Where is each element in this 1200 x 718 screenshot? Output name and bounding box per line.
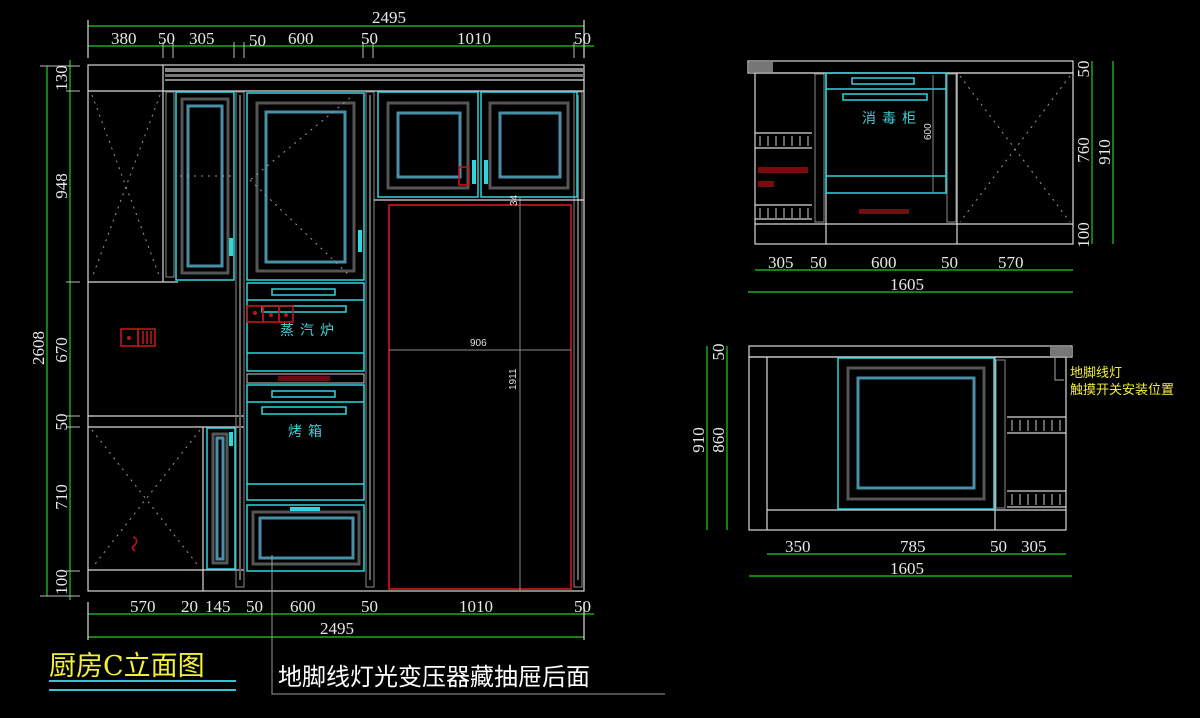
dim-bottom-2: 20 — [181, 597, 198, 616]
dim-top-1: 380 — [111, 29, 137, 48]
transformer-note: 地脚线灯光变压器藏抽屉后面 — [278, 663, 590, 691]
dim-left-2: 948 — [52, 173, 71, 199]
dim-bottom-6: 50 — [361, 597, 378, 616]
dim-bottom-7: 1010 — [459, 597, 493, 616]
tr-bottom-dim-2: 50 — [810, 253, 827, 272]
dim-top-4: 50 — [249, 31, 266, 50]
br-left-dim-1: 50 — [709, 344, 728, 361]
dim-top-3: 305 — [189, 29, 215, 48]
fridge-opening: 906 1911 34 — [374, 194, 584, 590]
oven-label: 烤箱 — [288, 424, 328, 440]
bottom-right-elevation: 地脚线灯 触摸开关安装位置 50 860 910 350 785 50 305 … — [689, 344, 1174, 579]
dim-bottom-total: 2495 — [320, 619, 354, 638]
dim-bottom-8: 50 — [574, 597, 591, 616]
dim-bottom-4: 50 — [246, 597, 263, 616]
dim-left-1: 130 — [52, 65, 71, 91]
dim-left-4: 50 — [52, 414, 71, 431]
tr-right-total: 910 — [1095, 139, 1114, 165]
dim-top-2: 50 — [158, 29, 175, 48]
br-left-dim-2: 860 — [709, 427, 728, 453]
dim-top-8: 50 — [574, 29, 591, 48]
dim-left-total: 2608 — [29, 331, 48, 365]
tr-bottom-dim-3: 600 — [871, 253, 897, 272]
dim-top-total: 2495 — [372, 8, 406, 27]
narrow-glass-door — [175, 91, 235, 281]
inner-height-dim: 600 — [923, 123, 934, 140]
illegible-red-note — [859, 209, 909, 214]
callout-line-1: 地脚线灯 — [1070, 365, 1122, 381]
steam-oven-label: 蒸汽炉 — [280, 323, 340, 339]
dim-left-3: 670 — [52, 337, 71, 363]
upper-double-doors — [377, 91, 578, 198]
br-bottom-dim-3: 50 — [990, 537, 1007, 556]
fridge-height-dim: 1911 — [508, 368, 519, 390]
outlet-icon — [120, 328, 156, 347]
top-dimensions: 2495 380 50 305 50 600 50 1010 50 — [87, 8, 594, 58]
br-bottom-total: 1605 — [890, 559, 924, 578]
dim-bottom-1: 570 — [130, 597, 156, 616]
tr-right-dim-1: 50 — [1074, 61, 1093, 78]
tr-bottom-dim-1: 305 — [768, 253, 794, 272]
dim-left-6: 100 — [52, 569, 71, 595]
dim-top-6: 50 — [361, 29, 378, 48]
br-bottom-dim-2: 785 — [900, 537, 926, 556]
callout-line-2: 触摸开关安装位置 — [1070, 383, 1174, 398]
tr-right-dim-2: 760 — [1074, 137, 1093, 163]
main-elevation: 2495 380 50 305 50 600 50 1010 50 2608 1… — [29, 8, 665, 695]
dim-top-5: 600 — [288, 29, 314, 48]
large-glass-door — [246, 92, 365, 281]
dim-left-5: 710 — [52, 484, 71, 510]
dim-top-7: 1010 — [457, 29, 491, 48]
cabinet-outline — [87, 64, 585, 592]
bottom-dimensions: 570 20 145 50 600 50 1010 50 2495 — [87, 597, 594, 640]
disinfection-cabinet-label: 消毒柜 — [862, 111, 922, 127]
oven: 烤箱 — [246, 384, 365, 501]
tr-bottom-total: 1605 — [890, 275, 924, 294]
dim-bottom-3: 145 — [205, 597, 231, 616]
tr-right-dim-3: 100 — [1074, 222, 1093, 248]
steam-oven: 蒸汽炉 — [246, 282, 365, 384]
left-dimensions: 2608 130 948 670 50 710 100 — [29, 60, 80, 600]
fridge-width-dim: 906 — [470, 338, 487, 349]
bottom-drawer — [246, 504, 365, 572]
narrow-lower-door — [206, 427, 236, 570]
faucet-icon — [131, 536, 138, 552]
dim-bottom-5: 600 — [290, 597, 316, 616]
drawing-title: 厨房C立面图 — [49, 651, 205, 682]
br-bottom-dim-1: 350 — [785, 537, 811, 556]
tr-bottom-dim-5: 570 — [998, 253, 1024, 272]
top-right-elevation: 消毒柜 600 50 760 100 910 305 50 600 50 570… — [747, 60, 1114, 294]
illegible-red-note — [758, 181, 774, 187]
br-bottom-dim-4: 305 — [1021, 537, 1047, 556]
br-left-total: 910 — [689, 427, 708, 453]
tr-bottom-dim-4: 50 — [941, 253, 958, 272]
socket-icon — [246, 305, 294, 323]
illegible-red-note — [278, 376, 330, 381]
illegible-red-note — [758, 167, 808, 173]
